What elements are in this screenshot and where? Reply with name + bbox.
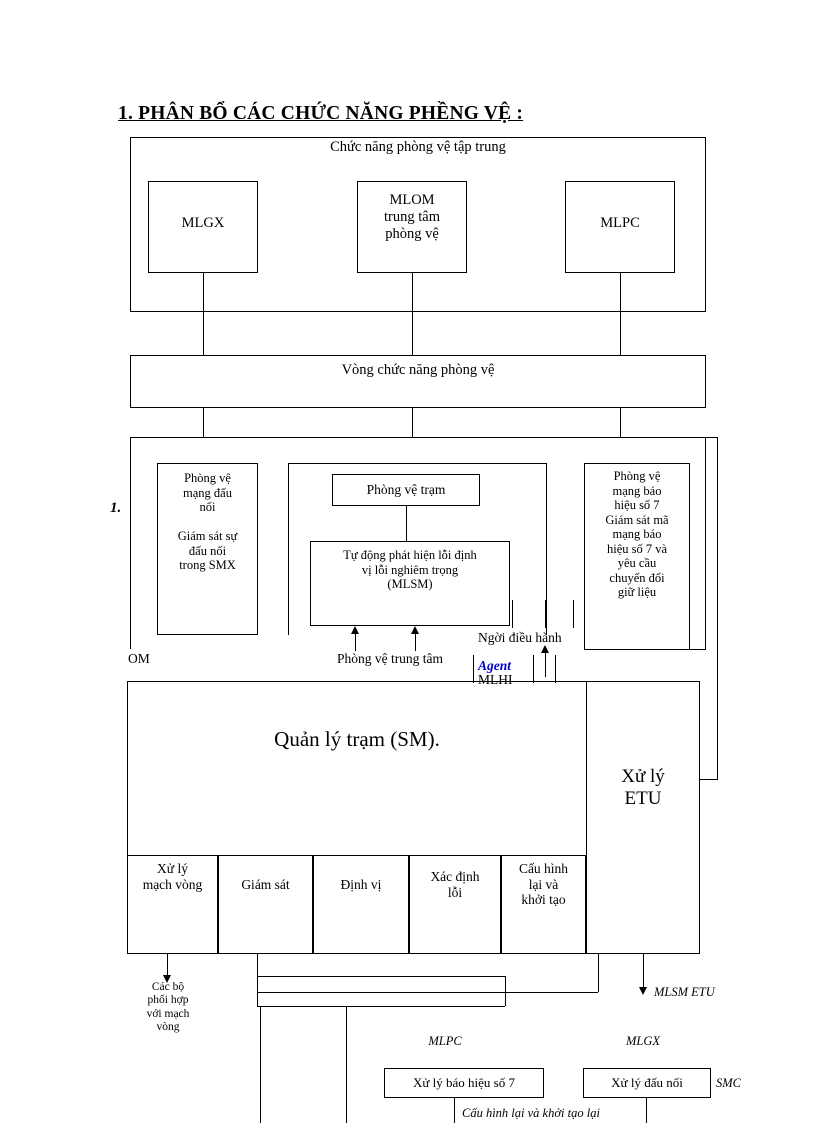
arrow-head-operator — [541, 645, 549, 653]
label-reconfig: Cấu hình lại và khởi tạo lại — [462, 1106, 600, 1120]
tier2-box-station-defence: Phòng vệ trạm — [332, 474, 480, 506]
tier1-container — [130, 137, 706, 312]
bus2-top — [257, 976, 505, 977]
tier2-center-container — [288, 463, 547, 635]
page-title: 1. PHÂN BỔ CÁC CHỨC NĂNG PHỀNG VỆ : — [118, 103, 524, 124]
sm-cell-1: Giám sát — [218, 855, 313, 954]
tick-operator-right — [555, 655, 556, 683]
label-operator: Ngời điều hành — [478, 630, 562, 645]
sm-cell-4: Cấu hình lại và khởi tạo — [501, 855, 586, 954]
tier2-box-mlsm: Tự động phát hiện lỗi định vị lỗi nghiêm… — [310, 541, 510, 626]
tier1-box-mlom: MLOM trung tâm phòng vệ — [357, 181, 467, 273]
sm-title: Quản lý trạm (SM). — [274, 727, 440, 751]
arrow-head-mlsm-left — [351, 626, 359, 634]
tier2-box-station-defence-label: Phòng vệ trạm — [366, 482, 446, 497]
bus2-right — [505, 976, 506, 1006]
sm-cell-2: Định vị — [313, 855, 409, 954]
tick-center-upper-a — [512, 600, 513, 628]
label-agent: Agent — [478, 658, 512, 673]
bus2-left — [257, 976, 258, 1006]
label-ring-coupler: Các bộ phối hợp với mạch vòng — [146, 981, 190, 1033]
tier2-box-signalling-defence-label: Phòng vệ mạng báo hiệu số 7 Giám sát mã … — [605, 469, 669, 599]
connector-signalling-to-etu-h-bottom — [700, 779, 718, 780]
sm-cell-1-label: Giám sát — [241, 877, 290, 892]
tier2-box-mlsm-label: Tự động phát hiện lỗi định vị lỗi nghiêm… — [343, 548, 477, 591]
connector-signalling-to-etu-v — [717, 437, 718, 779]
label-om: OM — [128, 651, 150, 666]
connector-station-to-mlsm — [406, 506, 407, 541]
connector-mlpc — [620, 273, 621, 355]
label-agent-mlhi: MLHI — [478, 672, 513, 687]
tier2-box-connection-defence: Phòng vệ mạng đấu nối Giám sát sự đấu nố… — [157, 463, 258, 635]
sm-cell-3-label: Xác định lỗi — [430, 869, 480, 900]
arrow-shaft-mlsm-left — [355, 633, 356, 651]
sm-etu-label: Xử lý ETU — [621, 766, 665, 810]
label-bottom-mlgx: MLGX — [625, 1034, 661, 1048]
arrow-shaft-operator — [545, 652, 546, 677]
tick-center-upper-b — [545, 600, 546, 628]
tier2-container — [130, 437, 706, 649]
sm-cell-0: Xử lý mạch vòng — [127, 855, 218, 954]
bus-drop-left — [260, 1006, 261, 1123]
arrow-head-mlsm-right — [411, 626, 419, 634]
bottom-box-connection: Xử lý đấu nối — [583, 1068, 711, 1098]
connector-mlom — [412, 273, 413, 355]
bottom-box-signalling7: Xử lý báo hiệu số 7 — [384, 1068, 544, 1098]
tier2-box-connection-defence-label: Phòng vệ mạng đấu nối Giám sát sự đấu nố… — [177, 471, 238, 572]
ring-band — [130, 355, 706, 408]
sm-cell-4-label: Cấu hình lại và khởi tạo — [518, 861, 569, 908]
connector-mlgx — [203, 273, 204, 355]
tick-agent-right — [533, 655, 534, 683]
bus2-bottom — [257, 1006, 505, 1007]
connector-ring-mid — [412, 408, 413, 437]
tick-center-upper-c — [573, 600, 574, 628]
section-marker: 1. — [110, 500, 122, 516]
connector-ring-left — [203, 408, 204, 437]
sm-cell-0-label: Xử lý mạch vòng — [142, 861, 203, 892]
tier1-box-mlom-label: MLOM trung tâm phòng vệ — [384, 192, 440, 242]
arrow-head-ring-coupler — [163, 975, 171, 983]
sm-cells-top-edge — [127, 855, 586, 856]
tier1-container-label: Chức năng phòng vệ tập trung — [330, 139, 506, 155]
sm-etu-box: Xử lý ETU — [586, 681, 700, 954]
bottom-box-connection-label: Xử lý đấu nối — [611, 1075, 683, 1090]
label-central-defence: Phòng vệ trung tâm — [336, 651, 444, 666]
bus1-bottom — [257, 992, 598, 993]
arrow-shaft-mlsm-etu — [643, 954, 644, 989]
label-bottom-mlpc: MLPC — [428, 1034, 462, 1048]
sm-cell-3: Xác định lỗi — [409, 855, 501, 954]
bus1-left — [257, 954, 258, 992]
tier1-box-mlpc-label: MLPC — [600, 215, 640, 231]
connector-ring-right — [620, 408, 621, 437]
tick-agent-left — [473, 655, 474, 683]
ring-band-label: Vòng chức năng phòng vệ — [341, 362, 495, 378]
arrow-head-mlsm-etu — [639, 987, 647, 995]
tier2-box-signalling-defence: Phòng vệ mạng báo hiệu số 7 Giám sát mã … — [584, 463, 690, 650]
bus1-right — [598, 954, 599, 992]
connector-signalling-to-etu-h-top — [632, 437, 717, 438]
bottom-box-signalling7-label: Xử lý báo hiệu số 7 — [412, 1075, 515, 1090]
arrow-shaft-mlsm-right — [415, 633, 416, 651]
arrow-shaft-ring-coupler — [167, 954, 168, 977]
bottom-drop-connection — [646, 1098, 647, 1123]
label-mlsm-etu: MLSM ETU — [654, 985, 715, 999]
bottom-drop-signalling7 — [454, 1098, 455, 1123]
tier1-box-mlgx-label: MLGX — [181, 215, 225, 231]
label-smc: SMC — [716, 1076, 741, 1090]
tier1-box-mlpc: MLPC — [565, 181, 675, 273]
tier1-box-mlgx: MLGX — [148, 181, 258, 273]
bus-drop-mid — [346, 1006, 347, 1123]
sm-cell-2-label: Định vị — [340, 877, 382, 892]
